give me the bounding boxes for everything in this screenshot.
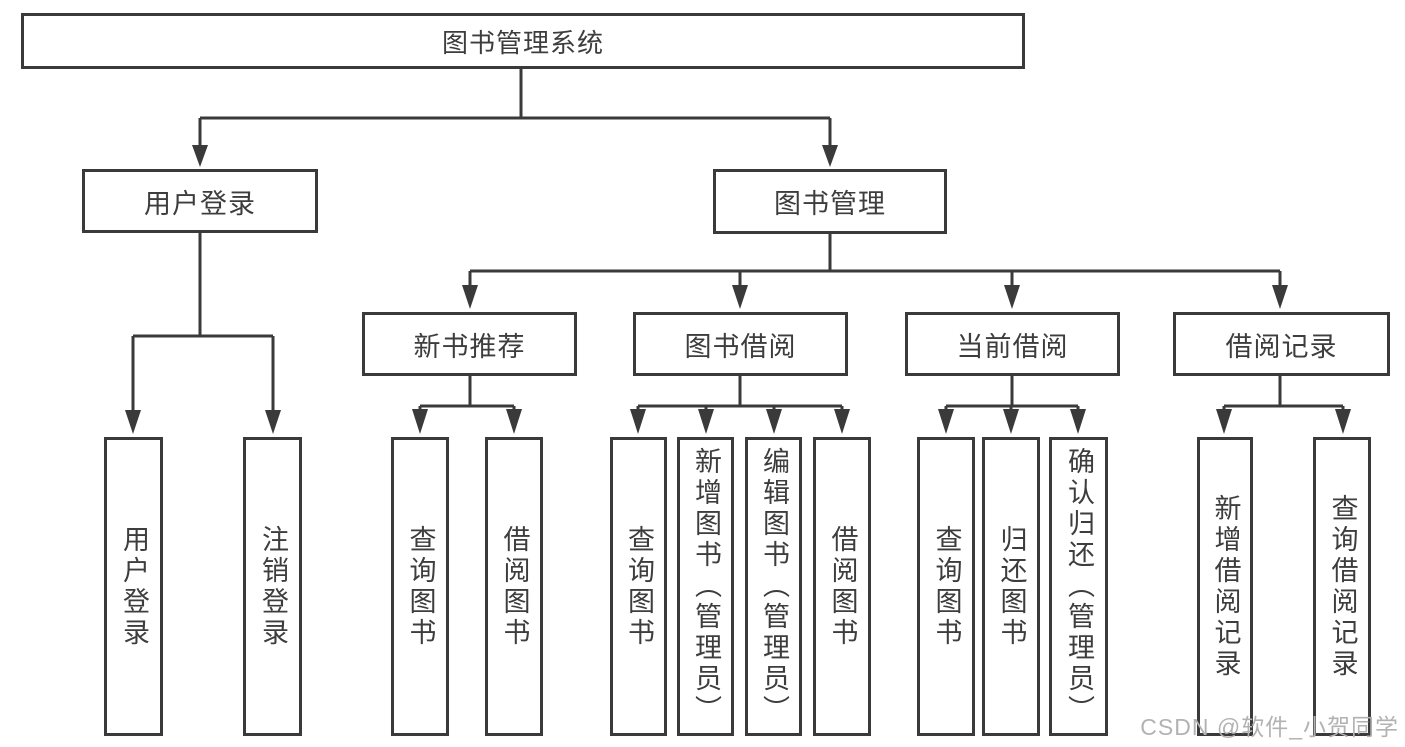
leaf-borrow-query-books: 查询图书 [610, 437, 667, 736]
leaf-borrow-edit-books-admin: 编辑图书（管理员） [745, 437, 802, 736]
watermark: CSDN @软件_小贺同学 [1140, 714, 1399, 740]
connector-user-login-to-leaves [131, 233, 275, 412]
leaf-logout: 注销登录 [243, 437, 302, 736]
node-book-management: 图书管理 [713, 169, 947, 234]
leaf-newbook-borrow-books: 借阅图书 [485, 437, 543, 736]
node-current-borrow: 当前借阅 [905, 312, 1120, 376]
leaf-records-query-record: 查询借阅记录 [1313, 437, 1371, 736]
connector-book-management-to-level2 [468, 234, 1282, 287]
leaf-records-add-record-label: 新增借阅记录 [1210, 493, 1241, 680]
leaf-borrow-edit-books-admin-label: 编辑图书（管理员） [759, 447, 789, 726]
leaf-records-add-record: 新增借阅记录 [1197, 437, 1253, 736]
node-library-management-system: 图书管理系统 [21, 13, 1025, 69]
leaf-logout-label: 注销登录 [258, 524, 288, 649]
leaf-borrow-borrow-books-label: 借阅图书 [827, 524, 858, 649]
leaf-current-confirm-return-admin-label: 确认归还（管理员） [1064, 447, 1094, 726]
arrowheads [125, 145, 1351, 434]
leaf-borrow-add-books-admin: 新增图书（管理员） [677, 437, 734, 736]
leaf-current-query-books: 查询图书 [917, 437, 975, 736]
connector-book-borrow-to-leaves [636, 376, 844, 410]
connector-current-borrow-to-leaves [944, 376, 1080, 410]
node-user-login: 用户登录 [82, 169, 318, 233]
leaf-current-return-books-label: 归还图书 [996, 524, 1027, 649]
leaf-current-return-books: 归还图书 [982, 437, 1040, 736]
leaf-user-login-label: 用户登录 [119, 524, 149, 649]
leaf-borrow-query-books-label: 查询图书 [624, 524, 654, 649]
leaf-newbook-borrow-books-label: 借阅图书 [499, 524, 530, 649]
leaf-borrow-borrow-books: 借阅图书 [813, 437, 871, 736]
connector-new-book-to-leaves [418, 376, 516, 410]
leaf-current-query-books-label: 查询图书 [931, 524, 962, 649]
connector-root-to-level1 [198, 69, 832, 147]
leaf-newbook-query-books-label: 查询图书 [405, 524, 436, 649]
connector-borrow-records-to-leaves [1222, 376, 1345, 410]
node-borrow-records: 借阅记录 [1173, 312, 1390, 376]
node-new-book-recommend: 新书推荐 [362, 312, 577, 376]
leaf-newbook-query-books: 查询图书 [391, 437, 449, 736]
leaf-records-query-record-label: 查询借阅记录 [1327, 493, 1358, 680]
node-book-borrow: 图书借阅 [633, 312, 848, 376]
leaf-user-login: 用户登录 [104, 437, 163, 736]
leaf-current-confirm-return-admin: 确认归还（管理员） [1049, 437, 1108, 736]
leaf-borrow-add-books-admin-label: 新增图书（管理员） [691, 447, 721, 726]
